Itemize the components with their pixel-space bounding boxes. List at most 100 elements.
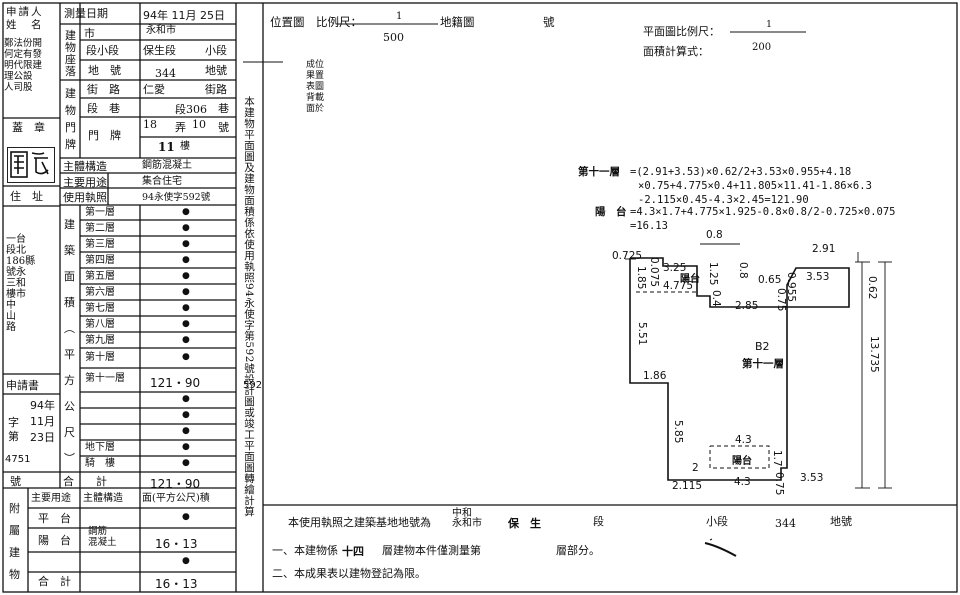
address-label: 住 址 — [10, 190, 43, 203]
dim-0-8-right: 0.8 — [737, 262, 749, 279]
podium-label: 騎 樓 — [85, 458, 115, 469]
floor-dot-7: ● — [182, 303, 190, 313]
floor-label-5: 第五層 — [85, 271, 115, 282]
plan-scale-num: 1 — [766, 19, 773, 30]
base-lot-label: 地號 — [830, 515, 852, 528]
dim-0-75-lower: 0.75 — [773, 472, 785, 496]
attach-row-1-use: 平 台 — [38, 512, 71, 525]
city-label: 市 — [84, 27, 95, 40]
note2: 二、本成果表以建物登記為限。 — [272, 567, 426, 580]
use-label: 主要用途 — [63, 176, 107, 189]
dim-2-115: 2.115 — [672, 480, 703, 492]
street-value: 仁愛 — [143, 83, 165, 96]
alley-label: 弄 — [175, 121, 186, 134]
dim-5-85: 5.85 — [672, 420, 684, 444]
floor-label-8: 第八層 — [85, 319, 115, 330]
floor-label-10: 第十層 — [85, 352, 115, 363]
dim-1-86: 1.86 — [643, 370, 667, 382]
attach-row-2-area: 16・13 — [155, 537, 198, 551]
plan-scale-den: 200 — [752, 42, 772, 53]
dot-podium: ● — [182, 458, 190, 468]
floor-dot-8: ● — [182, 319, 190, 329]
plate-no-suffix: 號 — [218, 121, 229, 134]
dim-3-53-lower: 3.53 — [800, 472, 824, 484]
dim-0-75-upper: 0.75 — [775, 288, 787, 312]
number-label: 號 — [10, 475, 21, 488]
use-value: 集合住宅 — [142, 176, 182, 187]
dim-0-8-top: 0.8 — [706, 229, 723, 241]
formula-line-4: =4.3×1.7+4.775×1.925-0.8×0.8/2-0.725×0.0… — [630, 206, 896, 218]
note1-a: 一、本建物係 — [272, 544, 338, 557]
floor-dot-4: ● — [182, 255, 190, 265]
floor-11-value: 121・90 — [150, 376, 201, 390]
plan-code: B2 — [755, 340, 770, 353]
formula-line-5: =16.13 — [630, 220, 668, 232]
dim-2-91: 2.91 — [812, 243, 836, 255]
floor-label: 樓 — [180, 141, 190, 152]
dim-0-725: 0.725 — [612, 250, 643, 262]
lane-value: 段306 — [175, 103, 207, 116]
section-value: 保生段 — [143, 44, 176, 57]
dim-0-955: 0.955 — [785, 272, 797, 303]
no-label: 號 — [543, 15, 555, 29]
vertical-note: 本建物平面圖及建物面積係依使用執照94永使字第592號設計圖或竣工平面圖轉繪計算 — [243, 96, 255, 517]
cadastral-label: 地籍圖 — [440, 15, 475, 29]
attach-row-3-area: ● — [182, 556, 190, 566]
floor-dot-10: ● — [182, 352, 190, 362]
basement-label: 地下層 — [85, 442, 115, 453]
floor-label-1: 第一層 — [85, 207, 115, 218]
location-map-label: 位置圖 — [270, 15, 305, 29]
note1-d: 層部分。 — [556, 544, 600, 557]
lot-label: 地 號 — [88, 64, 121, 77]
floor-label-3: 第三層 — [85, 239, 115, 250]
floor-dot-3: ● — [182, 239, 190, 249]
scale-den: 500 — [383, 31, 404, 44]
structure-value: 鋼筋混凝土 — [142, 160, 192, 171]
area-formula-label: 面積計算式： — [643, 45, 709, 58]
dim-1-25: 1.25 — [707, 262, 719, 286]
floor-label-4: 第四層 — [85, 255, 115, 266]
plan-floor-label: 第十一層 — [742, 358, 784, 370]
survey-date-value: 94年 11月 25日 — [143, 9, 225, 22]
floor-label-2: 第二層 — [85, 223, 115, 234]
base-section: 保 生 — [508, 517, 541, 530]
dot-row-14: ● — [182, 426, 190, 436]
dim-4-775: 4.775 — [663, 280, 694, 292]
attach-header-structure: 主體構造 — [83, 493, 123, 504]
street-label: 街 路 — [87, 83, 120, 96]
location-note: 成位 果置 表圖 背載 面於 — [306, 60, 325, 114]
dim-1-7: 1.7 — [771, 450, 783, 467]
door-label: 建 物 門 牌 — [65, 87, 76, 151]
attach-row-1-area: ● — [182, 512, 190, 522]
scale-label: 比例尺： — [316, 15, 362, 29]
base-text: 本使用執照之建築基地地號為 — [288, 516, 431, 529]
city-value: 永和市 — [146, 25, 176, 36]
total-label: 合 計 — [63, 475, 107, 488]
base-subsection-label: 小段 — [706, 515, 728, 528]
dim-13-735: 13.735 — [868, 336, 880, 373]
permit-no-handwritten: 592 — [243, 380, 263, 391]
applicant-name: 鄭法份開 何定有發 明代限建 理公設 人司股 — [4, 38, 43, 93]
lot-suffix: 地號 — [205, 64, 227, 77]
location-label: 建 物 座 落 — [65, 29, 76, 78]
attach-header-area: 面(平方公尺)積 — [142, 493, 210, 504]
survey-date-label: 測量日期 — [64, 7, 108, 20]
application-no-label: 字 第 — [8, 416, 19, 443]
dim-0-65: 0.65 — [758, 274, 782, 286]
plate-no: 10 — [192, 118, 206, 131]
lane-suffix: 巷 — [218, 102, 229, 115]
formula-balcony-label: 陽 台 — [595, 206, 627, 218]
floor-dot-2: ● — [182, 223, 190, 233]
base-lot: 344 — [775, 517, 796, 530]
lot-value: 344 — [155, 67, 176, 80]
floor-11-label: 第十一層 — [85, 373, 125, 384]
attach-row-4-area: 16・13 — [155, 577, 198, 591]
structure-label: 主體構造 — [63, 160, 107, 173]
floor-dot-9: ● — [182, 335, 190, 345]
dim-3-25: 3.25 — [663, 262, 687, 274]
base-section-label: 段 — [593, 515, 604, 528]
dim-5-51: 5.51 — [636, 322, 648, 346]
total-value: 121・90 — [150, 477, 201, 491]
attach-header-use: 主要用途 — [31, 493, 71, 504]
